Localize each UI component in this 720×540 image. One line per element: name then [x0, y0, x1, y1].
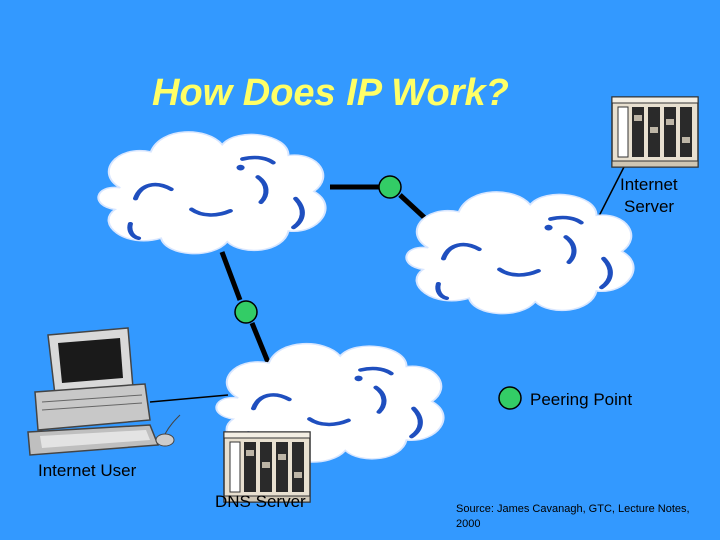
link-cloud1-peer-left [219, 251, 243, 301]
desktop-computer-icon [27, 327, 181, 456]
source-citation-line2: 2000 [456, 518, 481, 530]
internet-user-label: Internet User [38, 461, 137, 480]
source-citation-line1: Source: James Cavanagh, GTC, Lecture Not… [456, 503, 690, 515]
cloud-network-1 [98, 132, 325, 254]
peering-point-label: Peering Point [530, 390, 633, 409]
peering-point-legend-icon [498, 386, 522, 410]
internet-server-label-line2: Server [624, 197, 675, 216]
internet-server-label-line1: Internet [620, 175, 678, 194]
peering-point-left-icon [234, 300, 258, 324]
cloud-network-2 [406, 192, 633, 314]
internet-server-label: Internet Server [620, 174, 678, 218]
dns-server-label: DNS Server [215, 492, 306, 511]
link-user-cloud3 [149, 394, 229, 403]
page-title: How Does IP Work? [152, 72, 509, 114]
internet-server-icon [611, 96, 699, 168]
peering-point-top-icon [378, 175, 402, 199]
link-server-cloud2 [597, 164, 626, 219]
source-citation: Source: James Cavanagh, GTC, Lecture Not… [456, 502, 720, 532]
